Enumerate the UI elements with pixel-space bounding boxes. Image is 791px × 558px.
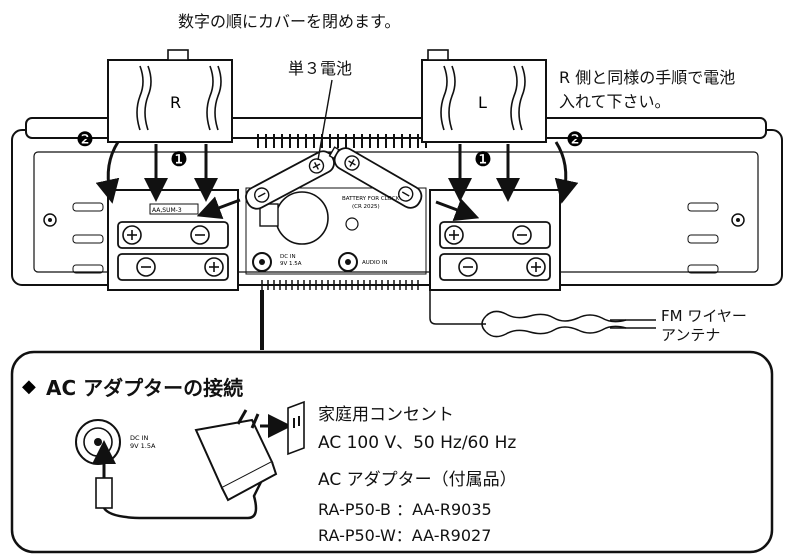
step-1-icon-r: ❶ (170, 147, 188, 171)
outlet-spec: AC 100 V、50 Hz/60 Hz (318, 433, 517, 453)
antenna-label-line1: FM ワイヤー (661, 307, 747, 325)
instruction-text: 数字の順にカバーを閉めます。 (178, 12, 401, 31)
battery-cover-l (421, 49, 547, 143)
battery-label: 単３電池 (288, 59, 353, 78)
minus-terminal-l (458, 225, 532, 277)
model-line-2: RA-P50-W：AA-R9027 (318, 526, 492, 545)
bottom-grille (261, 280, 419, 290)
plus-terminal-l (444, 225, 546, 277)
dc-spec-label: 9V 1.5A (280, 261, 302, 267)
minus-terminal (136, 225, 210, 277)
audio-in-label: AUDIO IN (362, 260, 387, 266)
ac-adapter-section (10, 350, 774, 554)
battery-leader-line (317, 79, 333, 161)
ac-adapter-body (194, 409, 278, 502)
outlet-label: 家庭用コンセント (318, 405, 454, 425)
antenna-label-line2: アンテナ (661, 326, 721, 344)
side-ports-right (687, 202, 719, 274)
clock-label-2: (CR 2025) (352, 204, 380, 210)
dc-jack-closeup (75, 419, 121, 465)
battery-compartment-l (429, 189, 561, 291)
ac-dc-spec-label: 9V 1.5A (130, 442, 156, 450)
step-1-icon-l: ❶ (474, 147, 492, 171)
top-grille (257, 134, 427, 148)
plus-terminal (122, 225, 224, 277)
aa-battery-right (328, 146, 423, 209)
wall-outlet-icon (287, 400, 305, 456)
dc-in-label: DC IN (280, 254, 296, 260)
cover-label-l: L (478, 93, 487, 112)
dc-plug (95, 477, 264, 520)
step-2-icon-r: ❷ (76, 127, 94, 151)
clock-battery-icon (345, 217, 359, 231)
diamond-icon: ◆ (22, 376, 36, 397)
compartment-label-r: AA,SUM-3 (152, 207, 182, 214)
battery-compartment-r: AA,SUM-3 (107, 189, 239, 291)
clock-battery-holder (275, 191, 329, 245)
right-note-line1: R 側と同様の手順で電池 (559, 68, 736, 87)
ac-dc-in-label: DC IN (130, 434, 149, 442)
center-panel (245, 187, 427, 275)
step-arrows (95, 141, 579, 222)
right-note-line2: 入れて下さい。 (559, 92, 671, 111)
side-ports-left (72, 202, 104, 274)
ac-section-title: AC アダプターの接続 (46, 376, 244, 400)
step-2-icon-l: ❷ (566, 127, 584, 151)
cover-label-r: R (170, 93, 181, 112)
model-line-1: RA-P50-B ：AA-R9035 (318, 500, 492, 519)
adapter-label: AC アダプター（付属品） (318, 470, 517, 490)
fm-antenna-wire (429, 280, 656, 338)
clock-label-1: BATTERY FOR CLOCK (342, 196, 400, 202)
battery-cover-r (107, 49, 233, 143)
